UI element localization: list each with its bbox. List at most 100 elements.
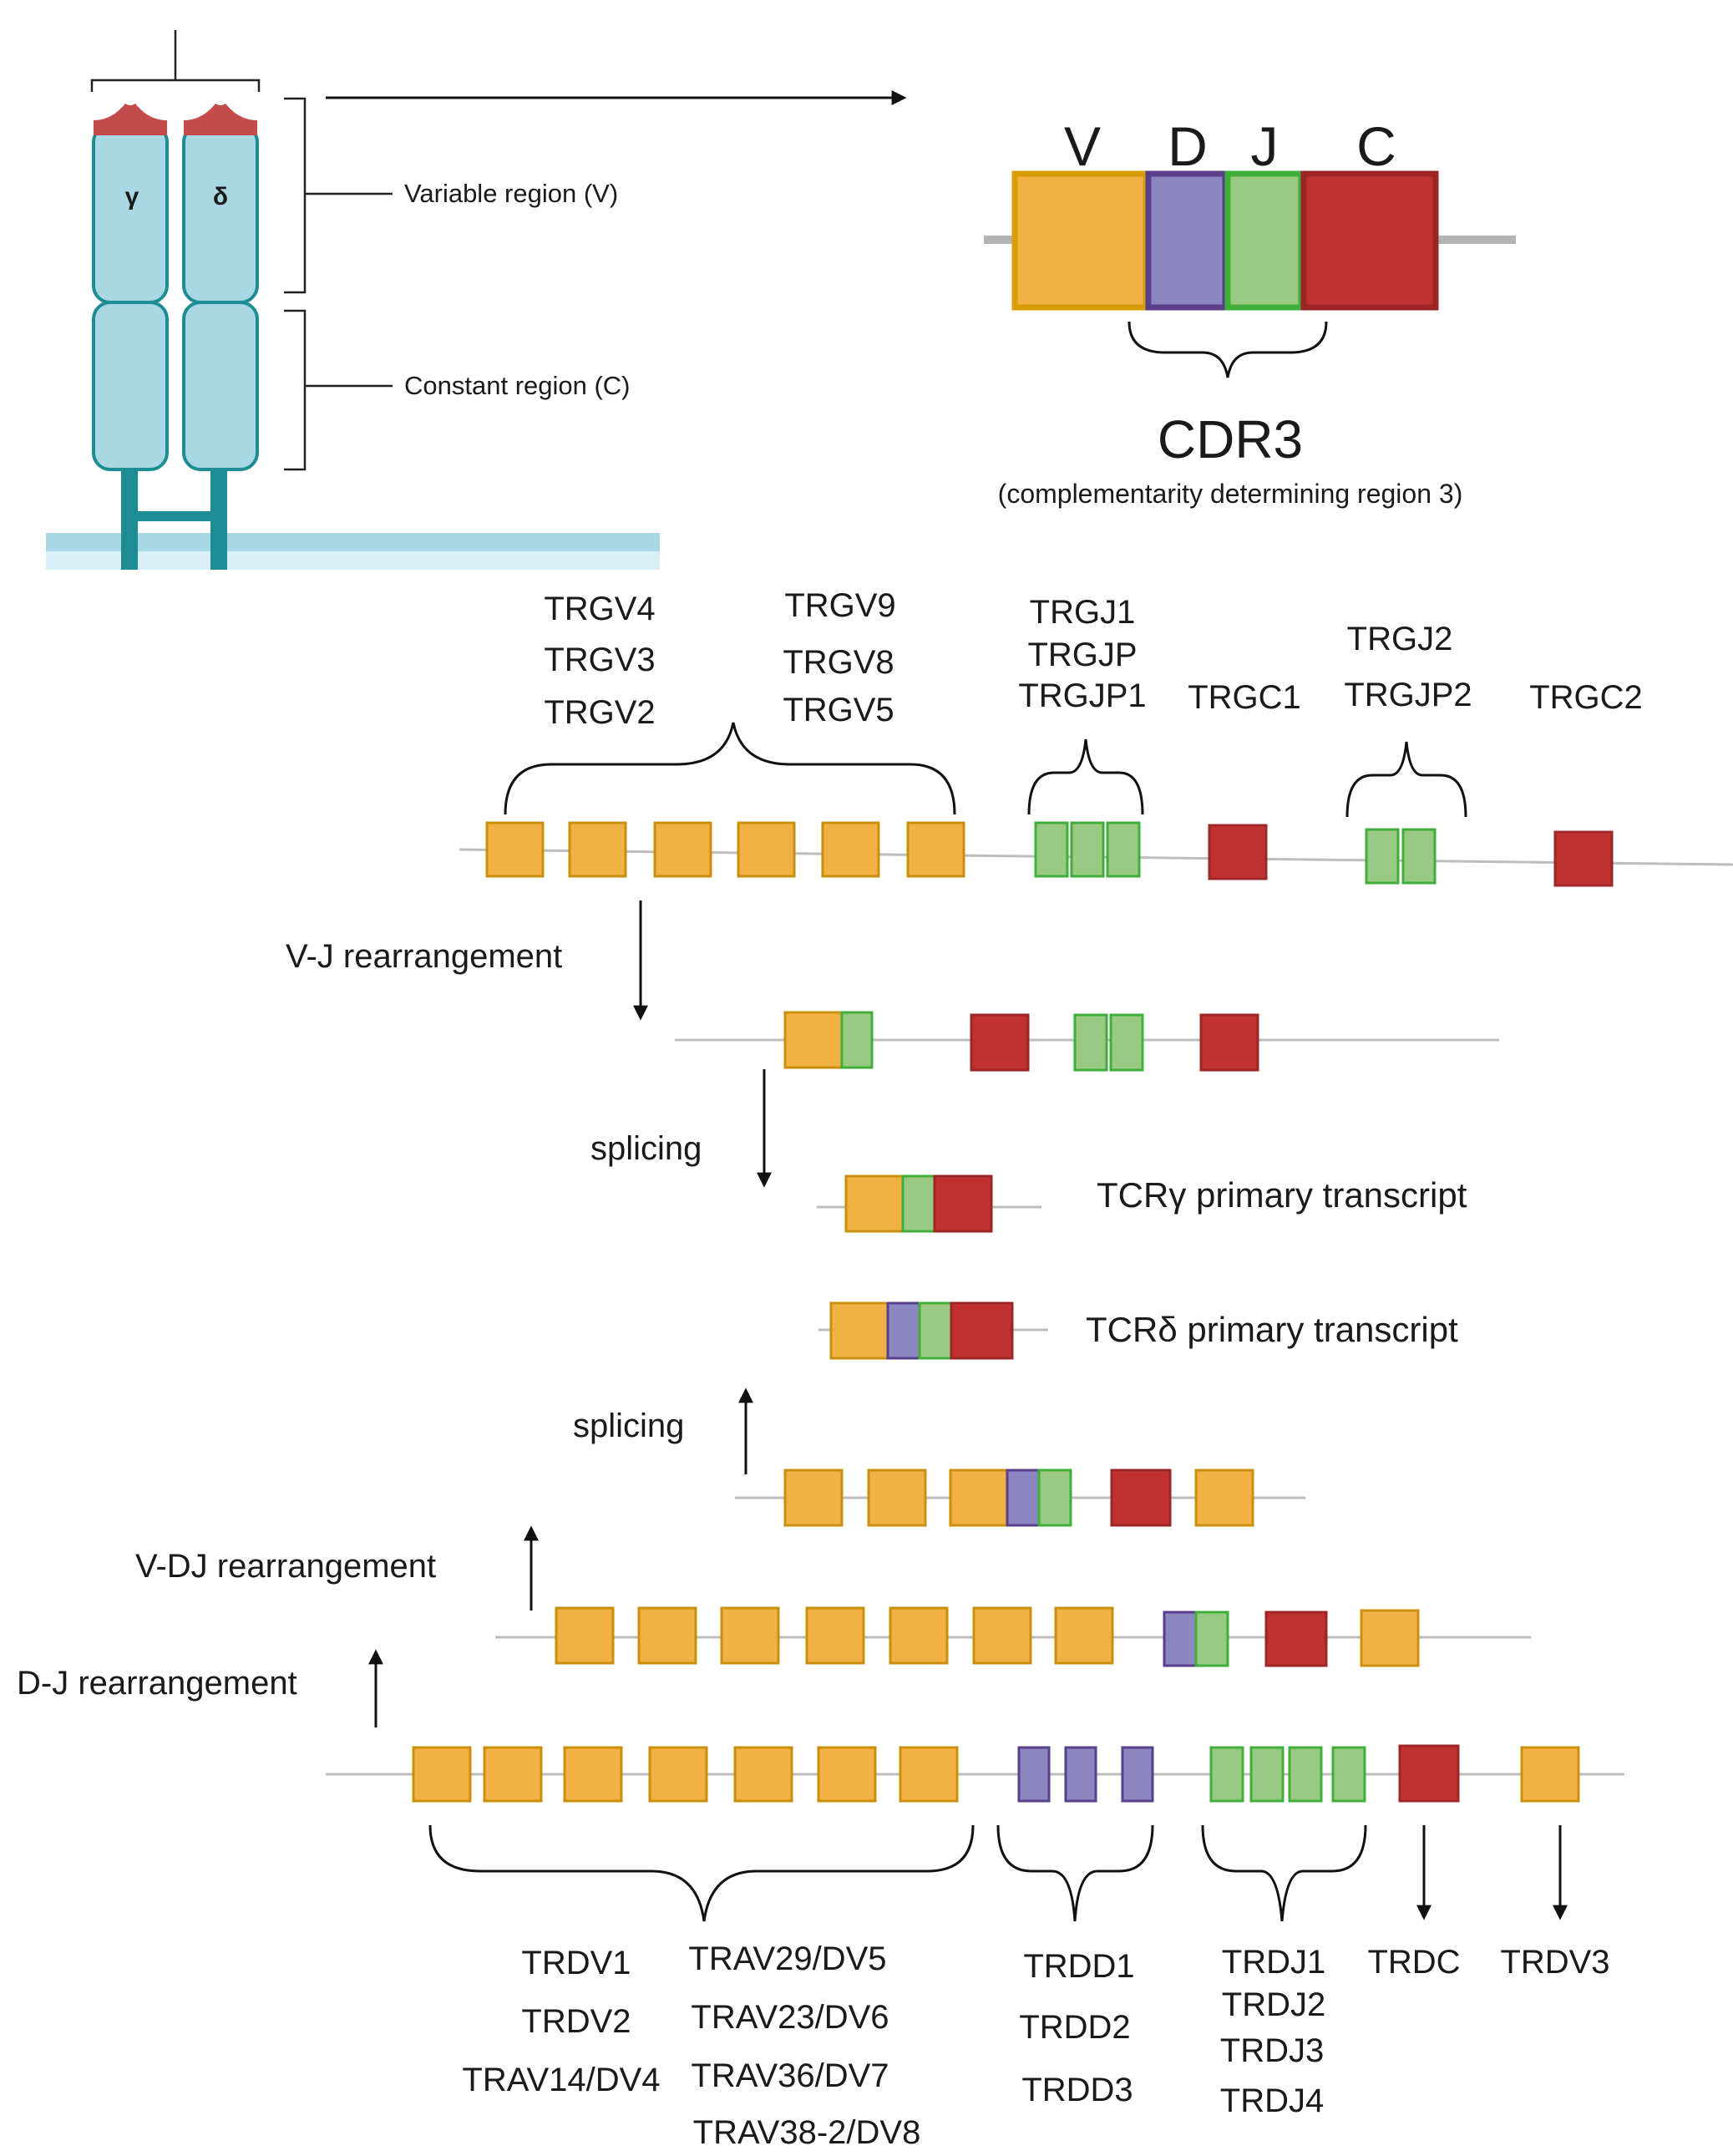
dj-rearrangement-label: D-J rearrangement: [17, 1665, 297, 1702]
trdj2-label: TRDJ2: [1222, 1986, 1325, 2023]
delta-d-segment: [1121, 1746, 1154, 1803]
delta-locus-annotations: TRDV1 TRDV2 TRAV14/DV4 TRAV29/DV5 TRAV23…: [428, 1824, 1610, 2151]
splicing-delta-label: splicing: [573, 1408, 684, 1444]
trdd-brace: [996, 1824, 1154, 1922]
trav36-dv7-label: TRAV36/DV7: [691, 2057, 889, 2094]
trgv4-label: TRGV4: [544, 591, 655, 627]
delta-v-segment: [412, 1746, 472, 1803]
cdr3-letter-v: V: [1064, 115, 1101, 177]
gamma-transcript-j: [901, 1174, 936, 1233]
trgv2-label: TRGV2: [544, 694, 655, 731]
trgjp1-label: TRGJP1: [1018, 677, 1146, 714]
cdr3-c-segment: [1300, 170, 1439, 311]
gamma-v-segment: [906, 821, 965, 878]
delta-variable-domain: [182, 124, 259, 304]
trdd3-label: TRDD3: [1021, 2072, 1133, 2108]
delta-d-segment: [1017, 1746, 1051, 1803]
gamma-v-segment: [568, 821, 627, 878]
trav29-dv5-label: TRAV29/DV5: [688, 1940, 886, 1977]
delta-v-segment: [648, 1746, 708, 1803]
delta-v3-segment: [1194, 1469, 1254, 1527]
cdr3-j-segment: [1224, 170, 1305, 311]
delta-v-segment: [805, 1606, 865, 1665]
trdj4-label: TRDJ4: [1220, 2082, 1324, 2119]
trdv-brace: [428, 1824, 975, 1922]
delta-transcript-d: [886, 1301, 921, 1360]
gamma-v-segment: [485, 821, 545, 878]
cdr3-title: CDR3: [1158, 409, 1303, 469]
trgv9-label: TRGV9: [784, 587, 895, 624]
cdr3-v-segment: [1011, 170, 1149, 311]
trav38-2-dv8-label: TRAV38-2/DV8: [693, 2114, 921, 2151]
trgj2-label: TRGJ2: [1347, 621, 1453, 657]
trdj1-label: TRDJ1: [1222, 1944, 1325, 1981]
delta-v-segment: [972, 1606, 1032, 1665]
delta-transcript-label: TCRδ primary transcript: [1086, 1310, 1458, 1349]
delta-v-segment: [555, 1606, 615, 1665]
delta-v-segment: [949, 1469, 1009, 1527]
gamma-j1-segment: [1106, 821, 1141, 878]
delta-j-segment: [1209, 1746, 1244, 1803]
gamma-constant-domain: [92, 301, 169, 471]
trdv3-label: TRDV3: [1500, 1944, 1609, 1981]
cdr3-letter-c: C: [1356, 115, 1396, 177]
gamma-j2-segment: [1109, 1013, 1144, 1072]
gamma-v-segment: [737, 821, 796, 878]
trgj1-brace: [1027, 738, 1144, 815]
trdj-brace: [1201, 1824, 1367, 1922]
gamma-transcript-label: TCRγ primary transcript: [1097, 1175, 1467, 1215]
trdd1-label: TRDD1: [1023, 1948, 1134, 1985]
delta-c-segment: [1398, 1744, 1460, 1803]
delta-j-segment: [1194, 1611, 1229, 1667]
delta-d-segment: [1006, 1469, 1041, 1527]
delta-v-segment: [733, 1746, 793, 1803]
delta-label: δ: [213, 183, 228, 211]
trgjp-label: TRGJP: [1027, 637, 1137, 673]
gamma-binding-cap: [94, 104, 167, 135]
gamma-c1-segment: [1208, 824, 1268, 880]
delta-c-segment: [1264, 1611, 1328, 1667]
trgc1-label: TRGC1: [1188, 679, 1301, 716]
trav14-dv4-label: TRAV14/DV4: [462, 2062, 660, 2098]
trdc-label: TRDC: [1367, 1944, 1460, 1981]
delta-transcript-segments: [829, 1301, 1014, 1360]
trgv-brace: [504, 722, 956, 815]
cdr3-d-segment: [1145, 170, 1229, 311]
delta-v-segment: [817, 1746, 877, 1803]
gamma-stalk: [121, 468, 138, 570]
trdd2-label: TRDD2: [1019, 2009, 1130, 2046]
delta-v-segment: [899, 1746, 959, 1803]
delta-j-segment: [1249, 1746, 1285, 1803]
delta-j-segment: [1037, 1469, 1072, 1527]
cell-membrane-inner: [46, 533, 660, 551]
delta-v-segment: [720, 1606, 780, 1665]
tcr-gamma-delta-receptor: γ δ Variable region (V) Constant region …: [46, 30, 660, 570]
trgv5-label: TRGV5: [783, 692, 894, 728]
delta-v-segment: [889, 1606, 949, 1665]
gamma-j-segment: [840, 1011, 874, 1069]
gamma-j1-segment: [1034, 821, 1069, 878]
gamma-variable-domain: [92, 124, 169, 304]
gamma-j2-segment: [1073, 1013, 1108, 1072]
gamma-j2-segment: [1401, 828, 1437, 885]
gamma-transcript-c: [933, 1174, 993, 1233]
delta-v3-segment: [1360, 1609, 1420, 1667]
trgj2-brace: [1345, 741, 1467, 818]
constant-region-bracket: [284, 309, 393, 471]
trgj1-label: TRGJ1: [1030, 594, 1136, 631]
cdr3-letter-d: D: [1168, 115, 1208, 177]
vdj-rearrangement-label: V-DJ rearrangement: [135, 1548, 436, 1585]
gamma-v-segment: [821, 821, 880, 878]
gamma-j2-segment: [1365, 828, 1400, 885]
delta-locus-segments: [412, 1744, 1580, 1803]
delta-c-segment: [1110, 1469, 1172, 1527]
trgv8-label: TRGV8: [783, 644, 894, 681]
gamma-v-segment: [783, 1011, 844, 1069]
delta-transcript-c: [950, 1301, 1014, 1360]
delta-transcript-v: [829, 1301, 889, 1360]
trav23-dv6-label: TRAV23/DV6: [691, 1999, 889, 2036]
delta-d-segment: [1064, 1746, 1097, 1803]
trgjp2-label: TRGJP2: [1344, 677, 1472, 713]
cdr3-diagram: V D J C CDR3 (complementarity determinin…: [984, 115, 1516, 509]
